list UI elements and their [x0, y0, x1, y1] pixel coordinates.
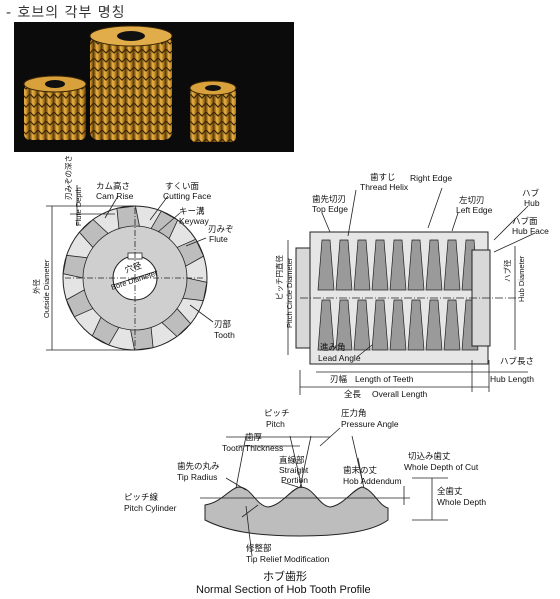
tooth-profile [200, 427, 448, 557]
gear-tooth [130, 327, 154, 351]
flute-depth-jp: 刃みぞの深さ [64, 155, 73, 200]
hob-thread [389, 299, 407, 351]
hob-thread [425, 239, 443, 291]
length-teeth-jp: 刃幅 [330, 374, 348, 384]
cam-rise-en: Cam Rise [96, 191, 134, 201]
hub-length-en: Hub Length [490, 374, 534, 384]
hob-thread [407, 299, 425, 351]
hob-thread [317, 239, 335, 291]
left-edge-en: Left Edge [456, 205, 493, 215]
tooth-thickness-jp: 歯厚 [245, 432, 263, 442]
gear-section [46, 185, 214, 351]
thread-helix-en: Thread Helix [360, 182, 409, 192]
top-edge-jp: 歯先切刃 [312, 194, 346, 204]
profile-title-en: Normal Section of Hob Tooth Profile [196, 584, 371, 596]
hub-jp: ハブ [522, 188, 540, 198]
tip-relief-jp: 修整部 [246, 543, 272, 553]
hub-face-jp: ハブ面 [512, 216, 538, 226]
left-edge-jp: 左切刃 [459, 195, 485, 205]
hob-thread [335, 299, 353, 351]
large-hob-center [89, 25, 173, 140]
straight-en-1: Straight [279, 465, 309, 475]
cam-rise-jp: カム高さ [96, 181, 130, 191]
addendum-en: Hob Addendum [343, 476, 402, 486]
addendum-jp: 歯末の丈 [343, 465, 378, 475]
pressure-angle-jp: 圧力角 [341, 408, 367, 418]
cutting-face-jp: すくい面 [165, 181, 200, 191]
lead-angle-jp: 進み角 [320, 342, 346, 352]
cut-depth-en: Whole Depth of Cut [404, 462, 479, 472]
cutting-face-en: Cutting Face [163, 191, 211, 201]
hob-thread [371, 239, 389, 291]
small-hob-right [189, 80, 237, 142]
outside-jp: 外径 [31, 279, 41, 294]
length-teeth-en: Length of Teeth [355, 374, 414, 384]
hob-thread [353, 239, 371, 291]
pitch-jp: ピッチ [264, 408, 290, 418]
flute-en: Flute [209, 234, 228, 244]
hob-thread [389, 239, 407, 291]
top-edge-en: Top Edge [312, 204, 348, 214]
straight-jp: 直線部 [279, 455, 305, 465]
lead-angle-en: Lead Angle [318, 353, 361, 363]
straight-en-2: Portion [281, 475, 308, 485]
overall-length-jp: 全長 [344, 389, 362, 399]
thread-helix-jp: 歯すじ [370, 172, 396, 182]
hub-diameter-en: Hub Diameter [517, 255, 526, 302]
pitch-circle-jp: ピッチ円直径 [274, 255, 284, 300]
pitch-circle-en: Pitch Circle Diameter [285, 257, 294, 328]
hob-thread [425, 299, 443, 351]
pitch-cyl-jp: ピッチ線 [124, 492, 159, 502]
pitch-en: Pitch [266, 419, 285, 429]
hob-body [287, 187, 536, 395]
hob-thread [353, 299, 371, 351]
profile-title-jp: ホブ歯形 [263, 569, 307, 583]
tooth-thickness-en: Tooth Thickness [222, 443, 283, 453]
hub-en: Hub [524, 198, 540, 208]
hub-diameter-jp: ハブ径 [502, 259, 512, 282]
hub-face-en: Hub Face [512, 226, 549, 236]
page-heading: - 호브의 각부 명칭 [6, 5, 126, 21]
small-hob-left [23, 75, 87, 140]
hob-thread [371, 299, 389, 351]
outside-en: Outside Diameter [42, 259, 51, 318]
hob-photo [14, 22, 294, 152]
hob-thread [443, 239, 461, 291]
overall-length-en: Overall Length [372, 389, 428, 399]
flute-jp: 刃みぞ [208, 224, 234, 234]
tooth-jp: 刃部 [214, 319, 232, 329]
hob-thread [443, 299, 461, 351]
whole-depth-en: Whole Depth [437, 497, 486, 507]
whole-depth-jp: 全歯丈 [437, 486, 463, 496]
pressure-angle-en: Pressure Angle [341, 419, 399, 429]
keyway-en: Keyway [179, 216, 210, 226]
gear-tooth [116, 205, 140, 229]
tip-radius-en: Tip Radius [177, 472, 217, 482]
tip-radius-jp: 歯先の丸み [177, 461, 220, 471]
tooth-en: Tooth [214, 330, 235, 340]
keyway-jp: キー溝 [179, 206, 205, 216]
pitch-cyl-en: Pitch Cylinder [124, 503, 177, 513]
hob-thread [317, 299, 335, 351]
tip-relief-en: Tip Relief Modification [246, 554, 330, 564]
hob-thread [335, 239, 353, 291]
hub-length-jp: ハブ長さ [500, 356, 534, 366]
cut-depth-jp: 切込み歯丈 [408, 451, 451, 461]
hob-thread [407, 239, 425, 291]
right-edge-en: Right Edge [410, 173, 452, 183]
flute-depth-en: Flute Depth [74, 187, 83, 226]
